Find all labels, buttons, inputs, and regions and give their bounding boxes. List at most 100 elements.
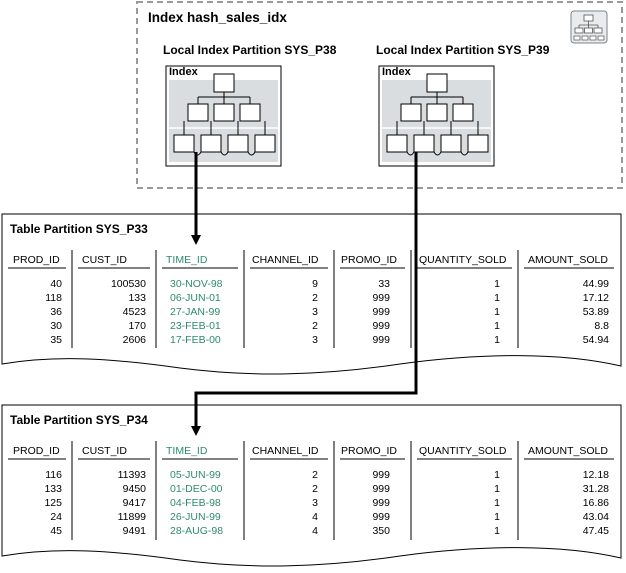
table-2-cell: 999: [372, 497, 390, 509]
index-tree-box-2: [378, 65, 495, 167]
table-1-cell: 118: [45, 292, 62, 304]
table-1-cell: 54.94: [582, 334, 609, 346]
table-2-title: Table Partition SYS_P34: [10, 413, 148, 427]
table-1-cell: 36: [50, 306, 62, 318]
table-2-header-promo-id: PROMO_ID: [341, 445, 398, 457]
table-1-cell: 3: [312, 334, 318, 346]
table-1-cell: 1: [494, 320, 500, 332]
table-1-cell: 999: [372, 306, 390, 318]
table-1-cell: 1: [494, 278, 500, 290]
table-2-cell: 04-FEB-98: [170, 497, 221, 509]
table-2-cell: 1: [494, 497, 500, 509]
index-tree-box-1: [165, 65, 282, 167]
table-2-cell: 24: [50, 511, 62, 523]
table-1-cell: 999: [372, 334, 390, 346]
table-2-header-cust-id: CUST_ID: [82, 445, 127, 457]
table-2-cell: 45: [50, 525, 62, 537]
index-box-label-2: Index: [382, 66, 411, 78]
table-2-cell: 01-DEC-00: [170, 483, 223, 495]
table-1-cell: 33: [378, 278, 390, 290]
table-1-cell: 27-JAN-99: [170, 306, 221, 318]
table-2-cell: 1: [494, 469, 500, 481]
table-2-cell: 16.86: [582, 497, 609, 509]
table-1-cell: 1: [494, 334, 500, 346]
table-1-header-cust-id: CUST_ID: [82, 254, 127, 266]
table-1-cell: 40: [50, 278, 62, 290]
table-2-cell: 12.18: [582, 469, 609, 481]
table-1-cell: 4523: [122, 306, 146, 318]
table-2-cell: 125: [44, 497, 62, 509]
table-2-header-channel-id: CHANNEL_ID: [252, 445, 319, 457]
table-2-cell: 133: [44, 483, 62, 495]
table-2-cell: 2: [312, 483, 318, 495]
table-2-cell: 9417: [122, 497, 146, 509]
partition-label-1: Local Index Partition SYS_P38: [163, 43, 337, 57]
table-1-title: Table Partition SYS_P33: [10, 222, 148, 236]
table-2-cell: 9491: [122, 525, 146, 537]
table-1-cell: 35: [50, 334, 62, 346]
index-title: Index hash_sales_idx: [148, 10, 287, 25]
table-1-cell: 44.99: [582, 278, 609, 290]
table-1-cell: 170: [128, 320, 146, 332]
table-2-cell: 1: [494, 483, 500, 495]
table-2-cell: 47.45: [582, 525, 609, 537]
table-1-cell: 2: [312, 320, 318, 332]
table-1-cell: 06-JUN-01: [170, 292, 221, 304]
table-1-cell: 1: [494, 292, 500, 304]
table-1-cell: 30-NOV-98: [170, 278, 223, 290]
table-1-cell: 17-FEB-00: [170, 334, 221, 346]
table-2-cell: 43.04: [582, 511, 609, 523]
table-2-header-prod-id: PROD_ID: [13, 445, 60, 457]
table-2-cell: 1: [494, 511, 500, 523]
index-container: [136, 1, 623, 189]
table-1-cell: 8.8: [594, 320, 609, 332]
table-2-cell: 9450: [122, 483, 146, 495]
table-2-header-time-id: TIME_ID: [166, 445, 208, 457]
table-2-header-quantity-sold: QUANTITY_SOLD: [419, 445, 507, 457]
table-1-cell: 1: [494, 306, 500, 318]
table-2-cell: 999: [372, 483, 390, 495]
table-1-column-separators: [71, 250, 519, 348]
table-2-cell: 05-JUN-99: [170, 469, 221, 481]
table-2-cell: 3: [312, 497, 318, 509]
table-1-header-prod-id: PROD_ID: [13, 254, 60, 266]
table-1-cell: 100530: [110, 278, 146, 290]
table-partition-2-outline: [1, 404, 622, 567]
table-2-column-separators: [71, 441, 519, 540]
table-2-cell: 11393: [117, 469, 146, 481]
table-1-cell: 53.89: [582, 306, 609, 318]
table-partition-1-outline: [1, 213, 622, 375]
table-1-cell: 999: [372, 320, 390, 332]
table-1-header-promo-id: PROMO_ID: [341, 254, 398, 266]
table-1-header-channel-id: CHANNEL_ID: [252, 254, 319, 266]
table-2-cell: 1: [494, 525, 500, 537]
table-1-cell: 17.12: [582, 292, 609, 304]
table-2-cell: 31.28: [582, 483, 609, 495]
table-2-cell: 350: [372, 525, 390, 537]
arrow-p39-to-p34: [191, 152, 418, 436]
table-1-header-amount-sold: AMOUNT_SOLD: [528, 254, 608, 266]
table-1-cell: 30: [50, 320, 62, 332]
table-1-cell: 23-FEB-01: [170, 320, 221, 332]
table-2-cell: 11899: [117, 511, 146, 523]
table-1-header-time-id: TIME_ID: [166, 254, 208, 266]
table-2-cell: 26-JUN-99: [170, 511, 221, 523]
table-2-cell: 2: [312, 469, 318, 481]
table-1-cell: 133: [128, 292, 146, 304]
table-2-cell: 999: [372, 469, 390, 481]
partition-label-2: Local Index Partition SYS_P39: [376, 43, 550, 57]
table-2-cell: 116: [45, 469, 62, 481]
table-2-cell: 999: [372, 511, 390, 523]
table-1-cell: 2606: [122, 334, 146, 346]
index-box-label-1: Index: [169, 66, 198, 78]
table-1-cell: 9: [312, 278, 318, 290]
index-tree-icon: [570, 10, 608, 44]
table-1-cell: 2: [312, 292, 318, 304]
table-2-cell: 28-AUG-98: [170, 525, 224, 537]
table-1-cell: 3: [312, 306, 318, 318]
table-2-cell: 4: [312, 511, 318, 523]
table-2-header-amount-sold: AMOUNT_SOLD: [528, 445, 608, 457]
table-1-cell: 999: [372, 292, 390, 304]
